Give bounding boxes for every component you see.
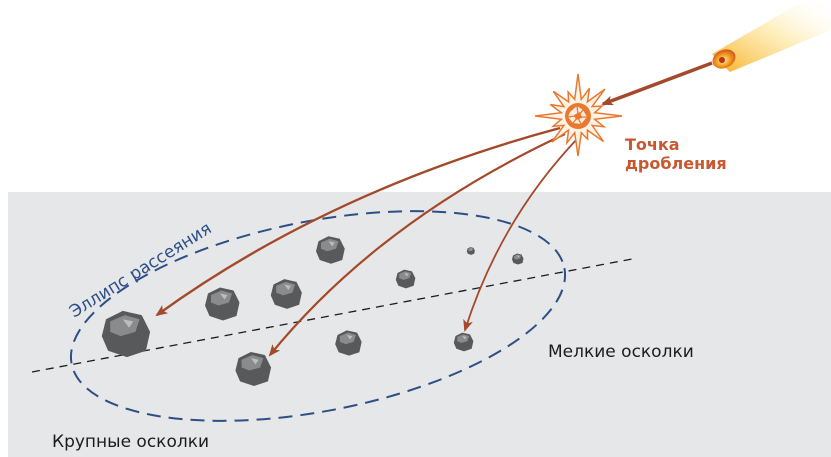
fragmentation-point-label-line1: Точка bbox=[625, 135, 680, 154]
fragment-icon bbox=[205, 287, 240, 321]
fragment-icon bbox=[335, 330, 362, 356]
fragment-icon bbox=[453, 332, 474, 352]
fragment-icon bbox=[235, 351, 272, 387]
fragment-icon bbox=[512, 253, 524, 265]
small-fragments-label: Мелкие осколки bbox=[548, 342, 694, 362]
fragment-icon bbox=[270, 279, 302, 309]
meteor-icon bbox=[712, 0, 831, 72]
fragment-icon bbox=[101, 310, 151, 358]
burst-icon bbox=[534, 73, 623, 157]
fragment-trajectories bbox=[155, 126, 579, 357]
fragment-icon bbox=[316, 236, 345, 264]
fragment-icon bbox=[466, 247, 475, 255]
trajectory-large bbox=[155, 126, 561, 317]
meteor-approach-trajectory bbox=[601, 61, 713, 106]
large-fragments-label: Крупные осколки bbox=[52, 432, 209, 452]
trajectory-medium bbox=[268, 133, 566, 357]
fragment-icon bbox=[395, 269, 416, 289]
scattering-ellipse bbox=[69, 210, 567, 422]
fragmentation-point-label-line2: дробления bbox=[625, 154, 727, 173]
trajectory-small bbox=[463, 137, 579, 332]
